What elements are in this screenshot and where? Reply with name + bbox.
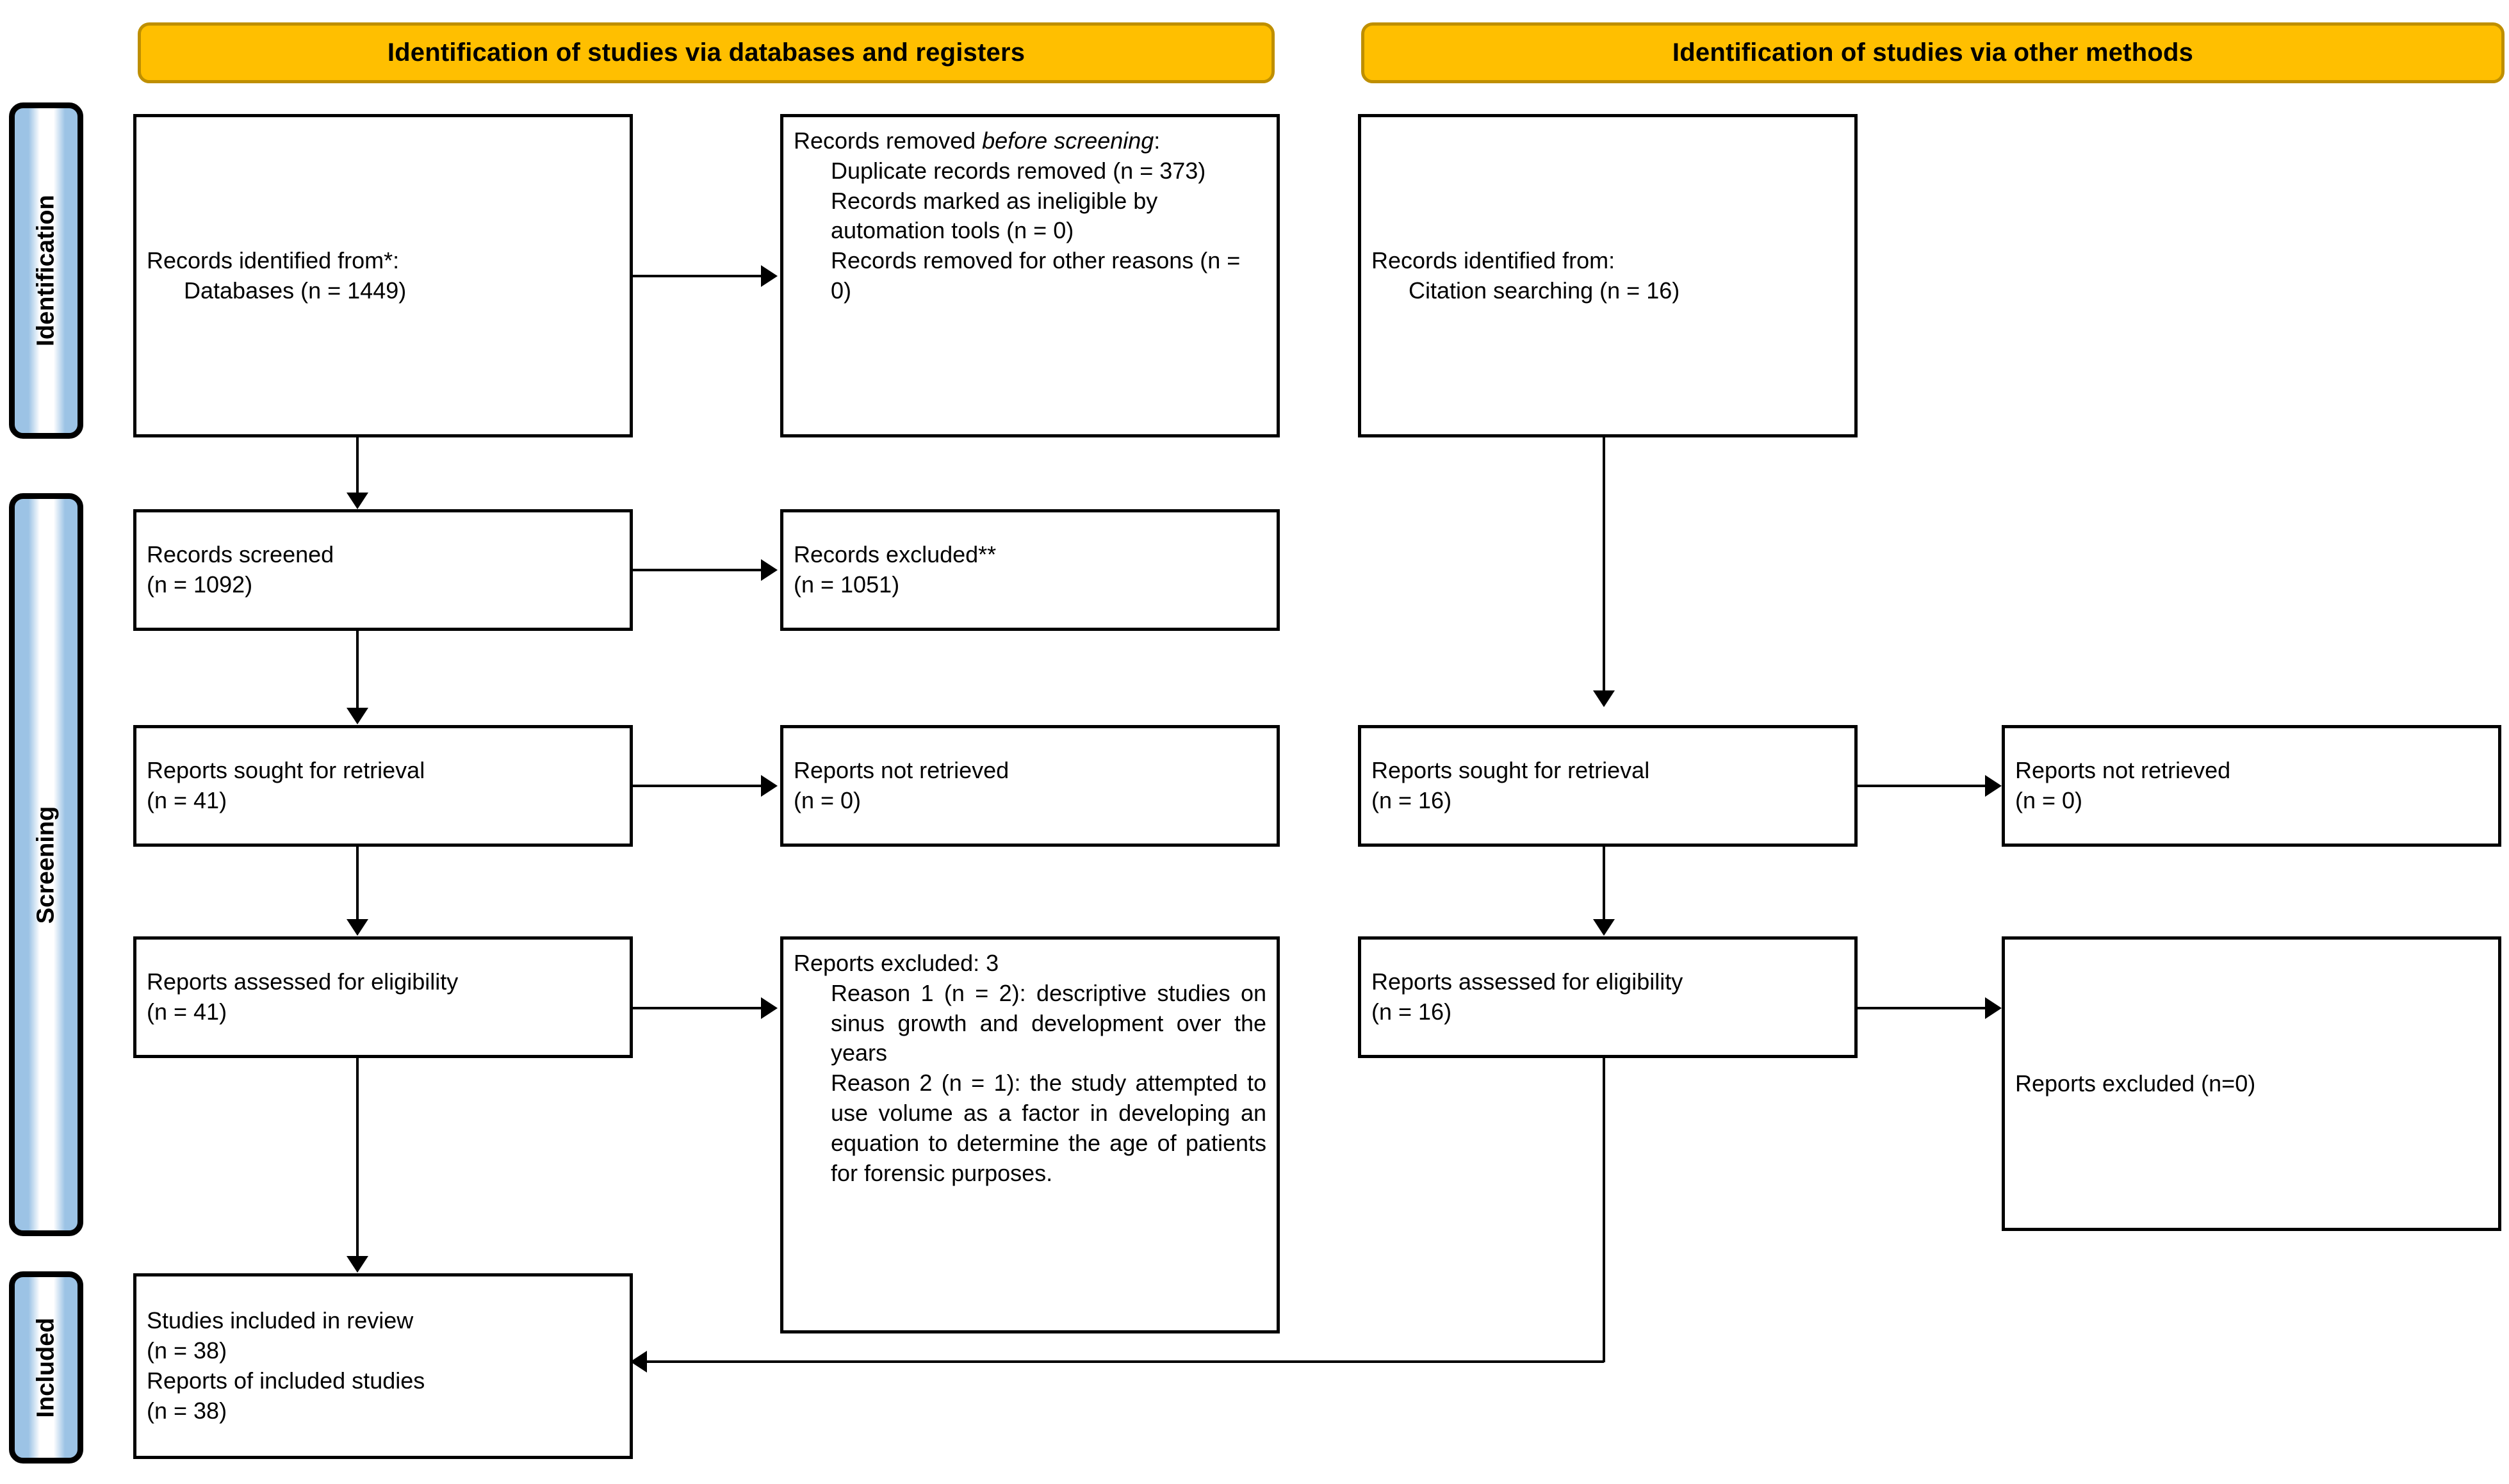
connector-sought-right-to-not-retrieved xyxy=(1858,785,1985,787)
banner-databases-registers-label: Identification of studies via databases … xyxy=(387,38,1026,67)
records-removed-item-other: Records removed for other reasons (n = 0… xyxy=(831,247,1241,304)
arrowhead-assessed-to-included xyxy=(347,1256,368,1273)
arrowhead-sought-to-not-retrieved xyxy=(761,775,778,797)
records-removed-heading-prefix: Records removed xyxy=(794,127,983,154)
reports-assessed-right-line1: Reports assessed for eligibility xyxy=(1371,968,1683,995)
box-reports-sought-right: Reports sought for retrieval (n = 16) xyxy=(1358,725,1858,847)
box-records-screened: Records screened (n = 1092) xyxy=(133,509,633,631)
studies-included-line4: (n = 38) xyxy=(147,1397,227,1424)
studies-included-line3: Reports of included studies xyxy=(147,1367,425,1394)
box-records-removed-before-screening: Records removed before screening: Duplic… xyxy=(780,114,1280,437)
reports-excluded-heading: Reports excluded: 3 xyxy=(794,950,999,976)
box-reports-assessed-right: Reports assessed for eligibility (n = 16… xyxy=(1358,936,1858,1058)
records-identified-line2: Databases (n = 1449) xyxy=(184,277,407,304)
records-removed-heading: Records removed before screening: xyxy=(794,126,1266,156)
arrowhead-citation-to-sought-right xyxy=(1593,690,1615,707)
connector-assessed-right-down xyxy=(1603,1058,1605,1362)
box-reports-assessed-left: Reports assessed for eligibility (n = 41… xyxy=(133,936,633,1058)
records-removed-item-automation: Records marked as ineligible by automati… xyxy=(831,187,1158,244)
connector-sought-to-assessed xyxy=(356,847,359,919)
connector-identified-to-screened xyxy=(356,437,359,493)
reports-excluded-reason-1: Reason 1 (n = 2): descriptive studies on… xyxy=(831,979,1266,1066)
arrowhead-assessed-right-to-included xyxy=(630,1351,647,1373)
studies-included-line1: Studies included in review xyxy=(147,1307,414,1334)
connector-assessed-right-to-included-horizontal xyxy=(647,1360,1604,1363)
banner-other-methods-label: Identification of studies via other meth… xyxy=(1672,38,2194,67)
records-identified-citation-line1: Records identified from: xyxy=(1371,247,1615,273)
reports-not-retrieved-left-line2: (n = 0) xyxy=(794,787,862,813)
phase-identification-label: Identification xyxy=(32,195,60,347)
arrowhead-sought-right-to-assessed-right xyxy=(1593,919,1615,936)
box-reports-excluded-right: Reports excluded (n=0) xyxy=(2002,936,2501,1231)
records-identified-citation-line2: Citation searching (n = 16) xyxy=(1409,277,1680,304)
reports-excluded-reason-2: Reason 2 (n = 1): the study attempted to… xyxy=(831,1070,1266,1186)
box-records-excluded: Records excluded** (n = 1051) xyxy=(780,509,1280,631)
studies-included-line2: (n = 38) xyxy=(147,1337,227,1364)
reports-sought-left-line1: Reports sought for retrieval xyxy=(147,757,425,784)
connector-assessed-right-to-excluded-right xyxy=(1858,1007,1985,1009)
arrowhead-screened-to-sought xyxy=(347,708,368,724)
phase-identification: Identification xyxy=(9,102,83,439)
records-removed-heading-suffix: : xyxy=(1154,127,1161,154)
connector-sought-right-to-assessed-right xyxy=(1603,847,1605,919)
box-records-identified-databases: Records identified from*: Databases (n =… xyxy=(133,114,633,437)
reports-assessed-left-line1: Reports assessed for eligibility xyxy=(147,968,459,995)
connector-sought-to-not-retrieved xyxy=(633,785,761,787)
arrowhead-assessed-right-to-excluded-right xyxy=(1985,997,2002,1019)
banner-other-methods: Identification of studies via other meth… xyxy=(1361,22,2505,83)
arrowhead-sought-to-assessed xyxy=(347,919,368,936)
reports-not-retrieved-right-line1: Reports not retrieved xyxy=(2015,757,2231,784)
connector-assessed-to-reports-excluded xyxy=(633,1007,761,1009)
records-removed-heading-italic: before screening xyxy=(982,127,1154,154)
connector-screened-to-excluded xyxy=(633,569,761,571)
reports-excluded-right-line1: Reports excluded (n=0) xyxy=(2015,1070,2256,1097)
reports-assessed-left-line2: (n = 41) xyxy=(147,999,227,1025)
reports-not-retrieved-right-line2: (n = 0) xyxy=(2015,787,2083,813)
box-reports-sought-left: Reports sought for retrieval (n = 41) xyxy=(133,725,633,847)
arrowhead-identified-to-removed xyxy=(761,265,778,287)
box-reports-not-retrieved-left: Reports not retrieved (n = 0) xyxy=(780,725,1280,847)
connector-screened-to-sought xyxy=(356,631,359,708)
arrowhead-screened-to-excluded xyxy=(761,559,778,581)
box-studies-included: Studies included in review (n = 38) Repo… xyxy=(133,1273,633,1459)
phase-screening: Screening xyxy=(9,493,83,1236)
connector-citation-to-sought-right xyxy=(1603,437,1605,690)
records-identified-line1: Records identified from*: xyxy=(147,247,400,273)
records-screened-line2: (n = 1092) xyxy=(147,571,253,598)
reports-sought-right-line2: (n = 16) xyxy=(1371,787,1452,813)
records-screened-line1: Records screened xyxy=(147,541,334,568)
records-excluded-line1: Records excluded** xyxy=(794,541,997,568)
banner-databases-registers: Identification of studies via databases … xyxy=(138,22,1275,83)
records-excluded-line2: (n = 1051) xyxy=(794,571,900,598)
reports-sought-left-line2: (n = 41) xyxy=(147,787,227,813)
box-records-identified-citation: Records identified from: Citation search… xyxy=(1358,114,1858,437)
arrowhead-identified-to-screened xyxy=(347,493,368,509)
box-reports-excluded-reasons: Reports excluded: 3 Reason 1 (n = 2): de… xyxy=(780,936,1280,1333)
arrowhead-sought-right-to-not-retrieved xyxy=(1985,775,2002,797)
reports-sought-right-line1: Reports sought for retrieval xyxy=(1371,757,1650,784)
records-removed-item-duplicates: Duplicate records removed (n = 373) xyxy=(831,157,1206,184)
phase-screening-label: Screening xyxy=(32,806,60,924)
connector-assessed-to-included xyxy=(356,1058,359,1256)
arrowhead-assessed-to-reports-excluded xyxy=(761,997,778,1019)
phase-included-label: Included xyxy=(32,1317,60,1418)
reports-not-retrieved-left-line1: Reports not retrieved xyxy=(794,757,1009,784)
phase-included: Included xyxy=(9,1271,83,1464)
box-reports-not-retrieved-right: Reports not retrieved (n = 0) xyxy=(2002,725,2501,847)
reports-assessed-right-line2: (n = 16) xyxy=(1371,999,1452,1025)
connector-identified-to-removed xyxy=(633,275,761,277)
